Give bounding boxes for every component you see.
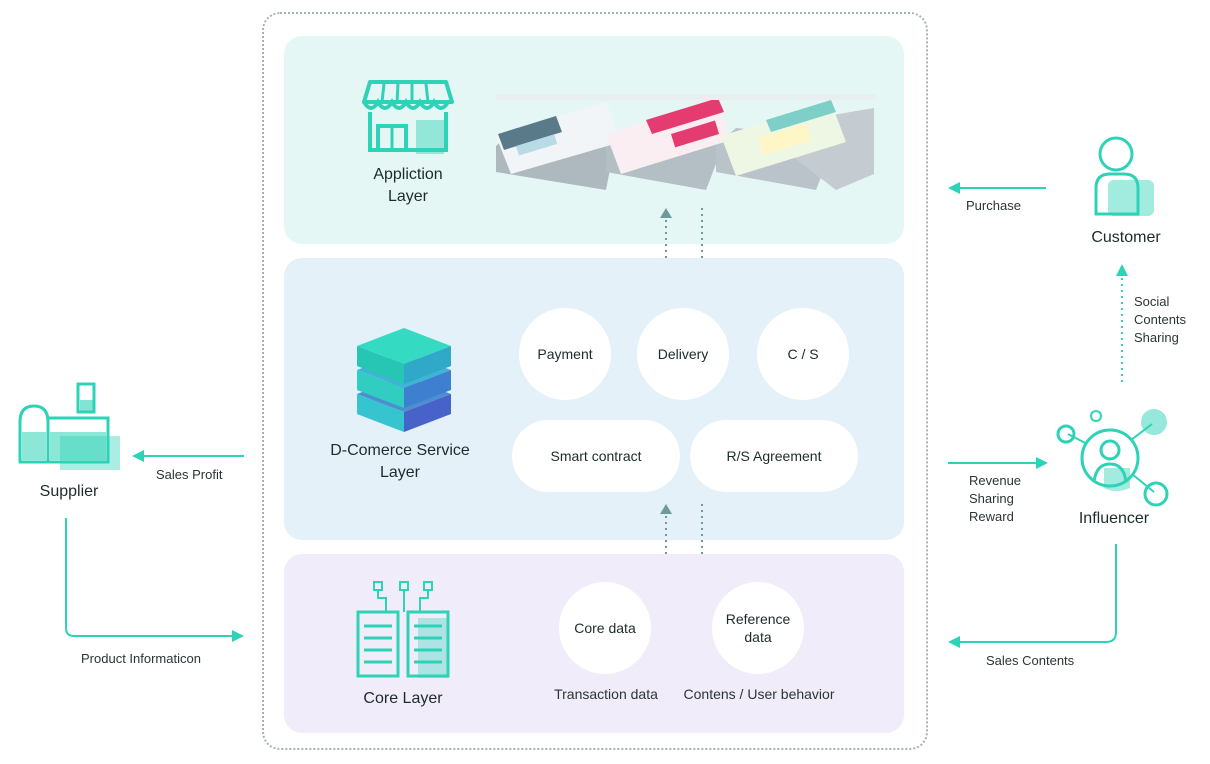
app-screens-illustration	[496, 94, 876, 190]
supplier-label: Supplier	[39, 483, 99, 500]
core-data-node: Core data	[559, 582, 651, 674]
purchase-arrow	[948, 182, 1046, 194]
product-information-arrow	[65, 518, 244, 642]
purchase-label: Purchase	[966, 198, 1021, 213]
payment-node: Payment	[519, 308, 611, 400]
customer-icon	[1094, 136, 1154, 216]
delivery-node: Delivery	[637, 308, 729, 400]
sales-profit-arrow	[132, 450, 244, 462]
factory-icon	[18, 382, 120, 470]
sales-profit-label: Sales Profit	[156, 467, 223, 482]
server-icon	[356, 581, 450, 678]
layers-stack-icon	[357, 328, 451, 432]
platform-frame	[262, 12, 928, 750]
product-information-label: Product Informaticon	[81, 651, 201, 666]
service-layer-title: D-Comerce Service Layer	[330, 442, 470, 481]
cs-node: C / S	[757, 308, 849, 400]
revenue-sharing-arrow	[948, 457, 1048, 469]
store-icon	[362, 80, 454, 154]
rs-agreement-node: R/S Agreement	[690, 420, 858, 492]
smart-contract-node: Smart contract	[512, 420, 680, 492]
sales-contents-label: Sales Contents	[986, 653, 1075, 668]
social-sharing-label: Social Contents Sharing	[1134, 294, 1187, 345]
user-behavior-caption: Contens / User behavior	[683, 686, 835, 702]
sales-contents-arrow	[948, 544, 1117, 648]
customer-label: Customer	[1091, 229, 1161, 246]
transaction-data-caption: Transaction data	[554, 686, 658, 702]
social-sharing-arrow	[1116, 264, 1128, 382]
reference-data-node: Reference data	[712, 582, 804, 674]
core-layer-title: Core Layer	[363, 690, 443, 707]
influencer-icon	[1056, 409, 1169, 507]
influencer-label: Influencer	[1078, 510, 1150, 527]
application-layer-title: Appliction Layer	[373, 166, 443, 205]
revenue-sharing-label: Revenue Sharing Reward	[969, 473, 1022, 524]
